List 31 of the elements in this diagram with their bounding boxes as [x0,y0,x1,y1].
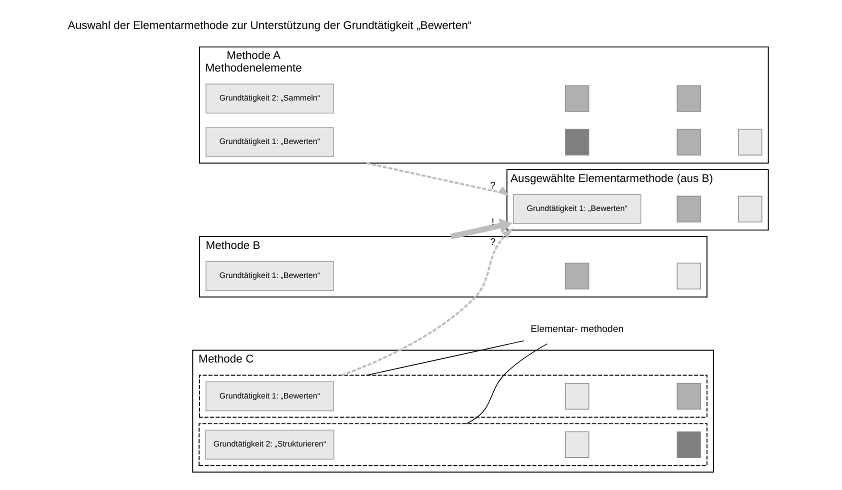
node-box [676,85,701,112]
edge-label: ? [490,180,496,192]
node-box: Grundtätigkeit 2: „Sammeln“ [206,84,334,114]
node-box [676,128,701,156]
connector [366,340,524,376]
cluster [198,423,708,466]
node-box [738,128,762,156]
node-box [565,85,590,112]
node-box: Grundtätigkeit 1: „Bewerten“ [206,381,334,412]
node-box: Grundtätigkeit 2: „Strukturieren“ [205,430,334,460]
node-box [565,382,590,410]
node-box [676,196,701,222]
node-box [676,262,701,290]
node-text: Elementar- methoden [530,324,624,335]
label: Auswahl der Elementarmethode zur Unterstützung der Grundtätigkeit „Bewerten“ [68,20,472,32]
arrow [450,218,512,240]
node-box [565,431,590,458]
connector [466,343,548,424]
node-box: Grundtätigkeit 1: „Bewerten“ [206,261,334,291]
node-box: Grundtätigkeit 1: „Bewerten“ [512,194,642,224]
arrow [341,228,514,376]
node-box: Grundtätigkeit 1: „Bewerten“ [206,127,334,158]
arrow [366,162,510,196]
edge-label: ? [490,237,496,248]
node-box [676,382,701,410]
node-box [676,431,701,458]
edge-label: ! [491,216,494,228]
node-box [738,196,762,222]
cluster [199,374,708,418]
node-box [565,262,590,290]
node-box [565,128,590,156]
